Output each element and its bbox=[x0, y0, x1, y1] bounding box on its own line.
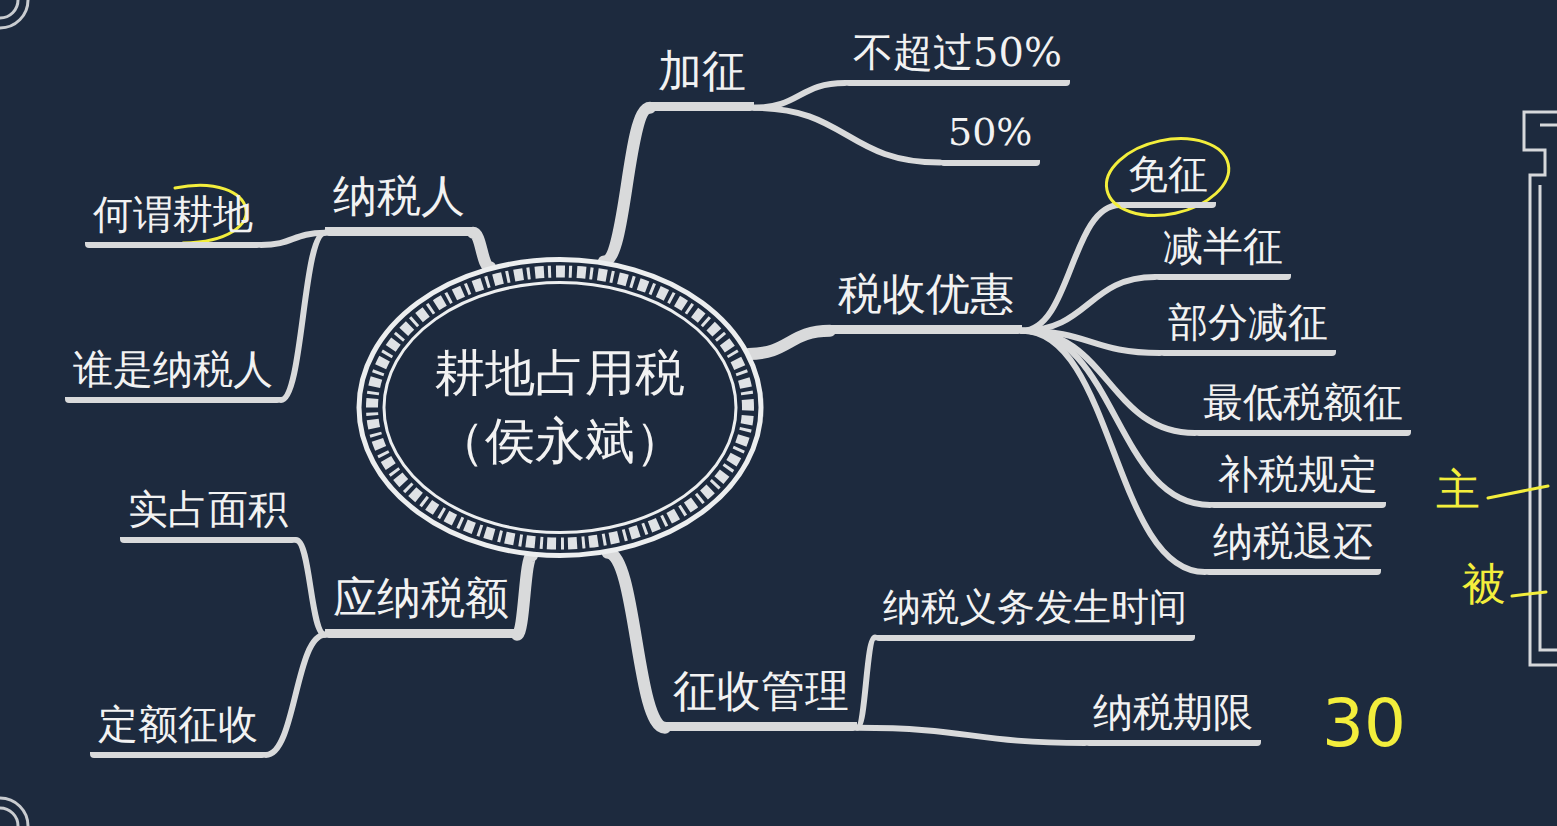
branch-line bbox=[281, 233, 325, 400]
topic-text: 减半征 bbox=[1163, 222, 1283, 270]
branch-line bbox=[266, 635, 325, 755]
topic-text: 纳税期限 bbox=[1093, 688, 1253, 736]
topic-text: 谁是纳税人 bbox=[73, 345, 273, 393]
topic-text: 耕地占用税 （侯永斌） bbox=[425, 340, 695, 475]
branch-line bbox=[473, 233, 490, 267]
branch-line bbox=[1022, 277, 1155, 331]
subtopic: 补税规定 bbox=[1210, 450, 1386, 508]
topic-text: 加征 bbox=[658, 45, 746, 98]
topic-text: 定额征收 bbox=[98, 700, 258, 748]
subtopic: 50% bbox=[940, 110, 1040, 166]
topic-text: 纳税人 bbox=[333, 170, 465, 223]
handwritten-note: 主 bbox=[1436, 466, 1480, 514]
subtopic: 部分减征 bbox=[1160, 298, 1336, 356]
branch-line bbox=[749, 331, 830, 354]
ellipse-outline bbox=[355, 255, 765, 560]
subtopic: 谁是纳税人 bbox=[65, 345, 281, 403]
branch-line bbox=[1022, 331, 1205, 572]
subtopic: 实占面积 bbox=[120, 485, 296, 543]
subtopic: 最低税额征 bbox=[1195, 378, 1411, 436]
topic-ellipse: 耕地占用税 （侯永斌） bbox=[355, 255, 765, 560]
topic-text: 不超过50% bbox=[853, 28, 1062, 76]
branch-line bbox=[1022, 205, 1120, 331]
branch-topic: 纳税人 bbox=[325, 170, 473, 236]
branch-line bbox=[857, 728, 1085, 743]
subtopic: 纳税退还 bbox=[1205, 517, 1381, 575]
branch-line bbox=[1022, 331, 1210, 505]
corner-ornament bbox=[0, 0, 28, 826]
topic-text: 补税规定 bbox=[1218, 450, 1378, 498]
branch-topic: 征收管理 bbox=[665, 665, 857, 731]
branch-line bbox=[857, 638, 875, 728]
topic-text: 何谓耕地 bbox=[93, 190, 253, 238]
branch-line bbox=[608, 553, 665, 728]
branch-topic: 税收优惠 bbox=[830, 268, 1022, 334]
branch-topic: 应纳税额 bbox=[325, 572, 517, 638]
topic-text: 应纳税额 bbox=[333, 572, 509, 625]
subtopic: 减半征 bbox=[1155, 222, 1291, 280]
topic-text: 50% bbox=[948, 110, 1032, 156]
subtopic: 免征 bbox=[1120, 150, 1216, 208]
branch-topic: 加征 bbox=[650, 45, 754, 111]
topic-text: 部分减征 bbox=[1168, 298, 1328, 346]
branch-line bbox=[754, 83, 845, 108]
topic-text: 税收优惠 bbox=[838, 268, 1014, 321]
branch-line bbox=[754, 108, 940, 163]
frame-ornament bbox=[1524, 112, 1557, 665]
branch-line bbox=[604, 108, 650, 262]
subtopic: 纳税期限 bbox=[1085, 688, 1261, 746]
handwritten-note: 被 bbox=[1462, 560, 1506, 608]
topic-text: 实占面积 bbox=[128, 485, 288, 533]
topic-text: 最低税额征 bbox=[1203, 378, 1403, 426]
handwritten-note: 30 bbox=[1322, 688, 1406, 761]
subtopic: 何谓耕地 bbox=[85, 190, 261, 248]
topic-text: 免征 bbox=[1128, 150, 1208, 198]
branch-line bbox=[1022, 331, 1195, 433]
branch-line bbox=[296, 540, 325, 635]
topic-text: 纳税退还 bbox=[1213, 517, 1373, 565]
branch-line bbox=[517, 556, 532, 635]
topic-text: 征收管理 bbox=[673, 665, 849, 718]
handwritten-circle bbox=[175, 128, 1236, 243]
subtopic: 纳税义务发生时间 bbox=[875, 585, 1195, 641]
subtopic: 不超过50% bbox=[845, 28, 1070, 86]
topic-text: 纳税义务发生时间 bbox=[883, 585, 1187, 631]
subtopic: 定额征收 bbox=[90, 700, 266, 758]
